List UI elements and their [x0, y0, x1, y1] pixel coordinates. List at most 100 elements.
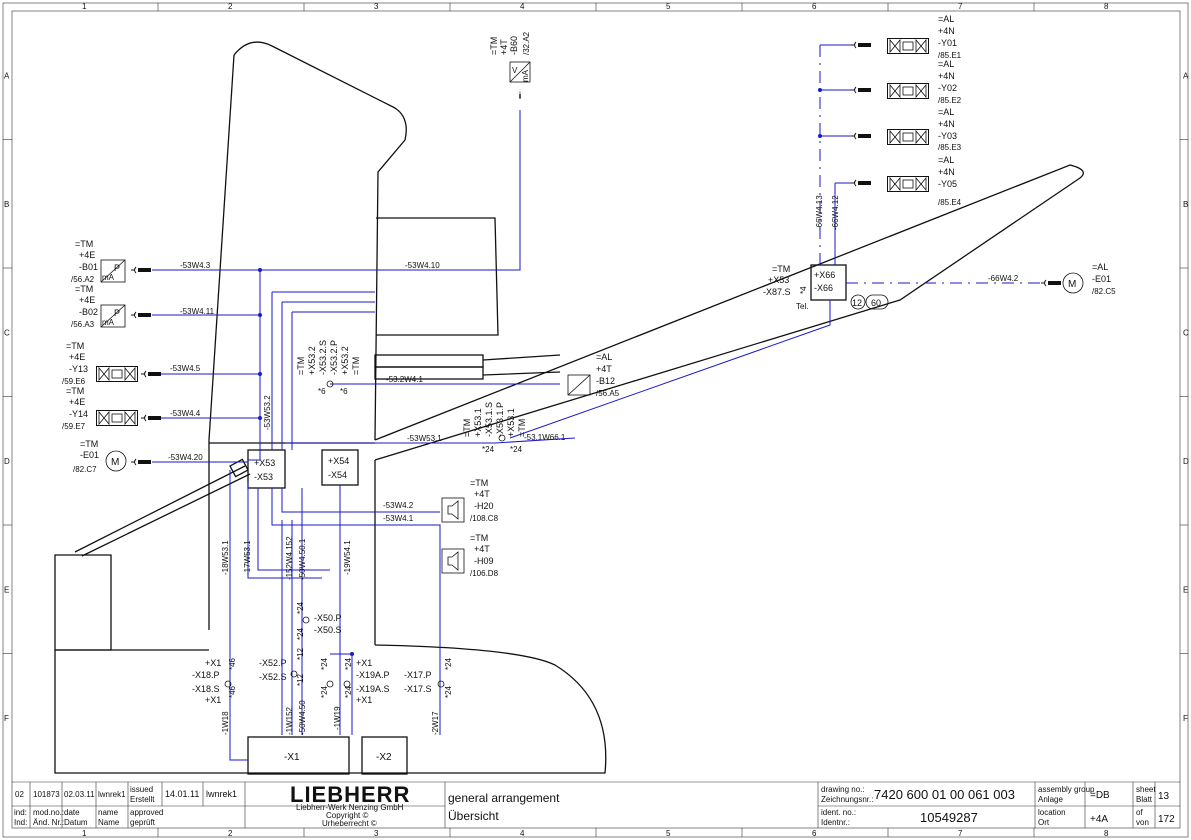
grid-col-label: 7 — [958, 2, 963, 11]
svg-text:*6: *6 — [340, 387, 348, 396]
svg-text:geprüft: geprüft — [130, 818, 156, 827]
svg-text:-X53.1.S: -X53.1.S — [484, 402, 494, 437]
svg-text:+4E: +4E — [79, 295, 95, 305]
svg-text:mA: mA — [102, 318, 115, 327]
svg-text:-53W4.20: -53W4.20 — [168, 453, 203, 462]
svg-text:+X1: +X1 — [205, 658, 221, 668]
svg-text:=TM: =TM — [296, 357, 306, 375]
svg-text:7420 600 01 00 061 003: 7420 600 01 00 061 003 — [874, 787, 1015, 802]
svg-text:/108.C8: /108.C8 — [470, 514, 499, 523]
svg-text:Zeichnungsnr.:: Zeichnungsnr.: — [821, 795, 873, 804]
grid-row-label: D — [4, 457, 10, 466]
sensor-b12: =AL +4T -B12 /56.A5 — [567, 352, 620, 398]
grid-col-label: 5 — [666, 2, 671, 11]
connector-x18: +X1 -X18.P -X18.S +X1 *46 *46 — [192, 657, 237, 705]
svg-text:+4T: +4T — [499, 39, 509, 55]
svg-text:-X54: -X54 — [328, 470, 347, 480]
svg-text:-X50.S: -X50.S — [314, 625, 342, 635]
connector-x52: -X52.P -X52.S *12 *12 — [259, 647, 305, 686]
horn-h20: =TM +4T -H20 /108.C8 — [441, 478, 499, 523]
svg-text:+X53.2: +X53.2 — [340, 346, 350, 375]
svg-text:-X17.S: -X17.S — [404, 684, 432, 694]
svg-text:mod.no.:: mod.no.: — [33, 808, 64, 817]
svg-text:-H09: -H09 — [474, 556, 494, 566]
svg-text:172: 172 — [1158, 814, 1175, 825]
svg-text:=TM: =TM — [66, 341, 84, 351]
svg-text:+X53.2: +X53.2 — [307, 346, 317, 375]
svg-text:-53.1W66.1: -53.1W66.1 — [524, 433, 566, 442]
svg-text:14.01.11: 14.01.11 — [165, 789, 199, 799]
valve-y05: =AL +4N -Y05 /85.E4 — [850, 155, 962, 207]
svg-text:+X66: +X66 — [814, 270, 835, 280]
grid-row-label: F — [1183, 714, 1188, 723]
svg-text:*24: *24 — [482, 445, 495, 454]
svg-text:location: location — [1038, 808, 1066, 817]
svg-text:-X18.S: -X18.S — [192, 684, 220, 694]
svg-text:-X53: -X53 — [254, 472, 273, 482]
svg-text:-X50.P: -X50.P — [314, 613, 342, 623]
svg-text:60: 60 — [871, 298, 881, 308]
svg-text:M: M — [1068, 279, 1076, 290]
svg-text:-1W152: -1W152 — [285, 706, 294, 735]
svg-text:of: of — [1136, 808, 1143, 817]
svg-text:=TM: =TM — [517, 419, 527, 437]
svg-text:*24: *24 — [510, 445, 523, 454]
company-logo: LIEBHERR — [290, 782, 410, 807]
svg-text:-B12: -B12 — [596, 376, 615, 386]
connector-x53-2: =TM +X53.2 -X53.2.S -X53.2.P +X53.2 =TM … — [296, 340, 361, 396]
svg-text:=AL: =AL — [1092, 262, 1108, 272]
grid-row-label: E — [1183, 585, 1188, 594]
svg-text:Name: Name — [98, 818, 120, 827]
svg-text:M: M — [111, 457, 119, 468]
terminal-box-x2: -X2 — [361, 736, 408, 775]
svg-text:-X17.P: -X17.P — [404, 670, 432, 680]
svg-text:+4N: +4N — [938, 119, 955, 129]
svg-text:-53W53.1: -53W53.1 — [407, 434, 442, 443]
svg-text:Identnr.:: Identnr.: — [821, 818, 850, 827]
svg-text:P: P — [114, 308, 120, 318]
svg-text:+4E: +4E — [69, 352, 85, 362]
svg-text:-53W4.4: -53W4.4 — [170, 409, 201, 418]
motor-e01-left: =TM -E01 /82.C7 M — [73, 439, 152, 474]
svg-text:-1W18: -1W18 — [221, 711, 230, 735]
svg-text:*4: *4 — [799, 286, 808, 294]
svg-text:V: V — [512, 66, 518, 75]
svg-text:=AL: =AL — [938, 107, 954, 117]
svg-text:-53W4.5: -53W4.5 — [170, 364, 201, 373]
svg-text:-Y01: -Y01 — [938, 38, 957, 48]
grid-col-label: 3 — [374, 2, 379, 11]
svg-text:-53W4.11: -53W4.11 — [180, 307, 215, 316]
svg-text:12: 12 — [852, 298, 862, 308]
svg-text:=TM: =TM — [75, 239, 93, 249]
svg-text:general arrangement: general arrangement — [448, 791, 560, 805]
grid-col-label: 2 — [228, 829, 233, 838]
svg-text:02.03.11: 02.03.11 — [64, 790, 95, 799]
valve-y13: =TM +4E -Y13 /59.E6 — [62, 341, 162, 386]
svg-text:-E01: -E01 — [80, 450, 99, 460]
svg-text:-18W53.1: -18W53.1 — [221, 540, 230, 575]
svg-text:/56.A5: /56.A5 — [596, 389, 620, 398]
svg-text:-Y14: -Y14 — [69, 409, 88, 419]
svg-text:+4T: +4T — [474, 489, 490, 499]
title-block: 02 101873 02.03.11 lwnrek1 issued Erstel… — [12, 781, 1180, 828]
svg-text:-X19A.P: -X19A.P — [356, 670, 390, 680]
connector-x50: -X50.P -X50.S *24 *24 — [296, 601, 342, 640]
svg-text:mA: mA — [521, 69, 530, 82]
svg-text:*12: *12 — [296, 673, 305, 686]
grid-col-label: 5 — [666, 829, 671, 838]
svg-text:-X53.2.P: -X53.2.P — [329, 340, 339, 375]
svg-text:+X1: +X1 — [356, 658, 372, 668]
svg-text:Ort: Ort — [1038, 818, 1050, 827]
svg-text:drawing no.:: drawing no.: — [821, 785, 865, 794]
terminal-box-x53: +X53 -X53 — [247, 449, 286, 489]
svg-text:-53W4.2: -53W4.2 — [383, 501, 414, 510]
svg-text:/59.E6: /59.E6 — [62, 377, 86, 386]
svg-text:assembly group: assembly group — [1038, 785, 1095, 794]
svg-text:+4N: +4N — [938, 26, 955, 36]
svg-text:/85.E4: /85.E4 — [938, 198, 962, 207]
svg-text:-53W4.10: -53W4.10 — [405, 261, 440, 270]
svg-text:+4E: +4E — [79, 250, 95, 260]
svg-text:mA: mA — [102, 273, 115, 282]
grid-row-label: B — [4, 200, 9, 209]
